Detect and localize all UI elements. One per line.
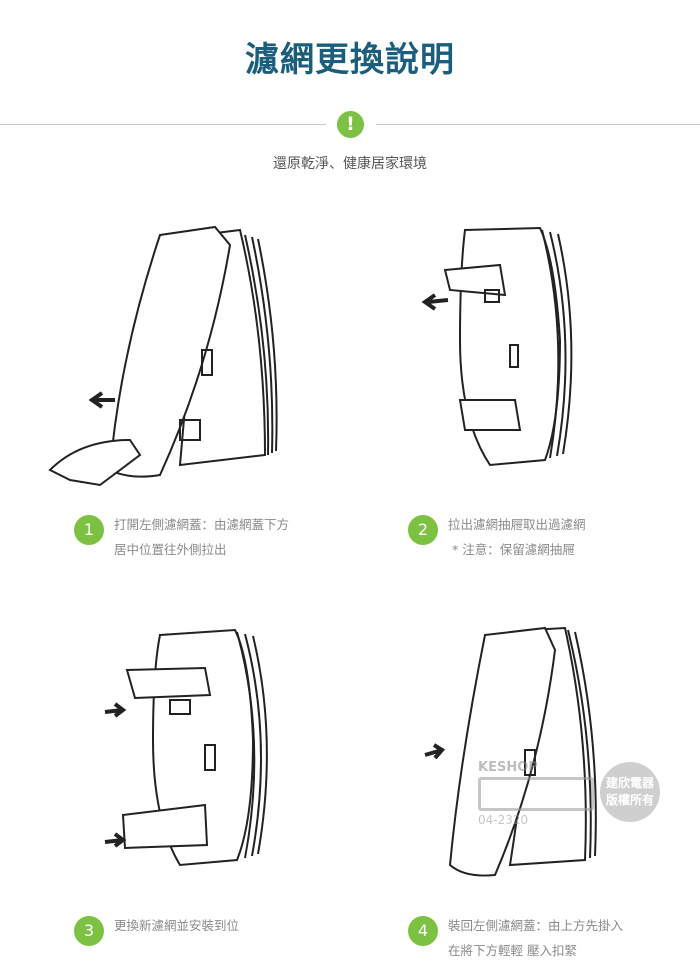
- subtitle: 還原乾淨、健康居家環境: [273, 156, 427, 172]
- watermark-logo: KESHOP 04-2320: [478, 760, 594, 827]
- illustration-reattach-cover: [424, 626, 597, 877]
- step-2: 2 拉出濾網抽屜取出過濾網 * 注意：保留濾網抽屜: [408, 515, 586, 562]
- exclamation-icon: !: [337, 111, 364, 138]
- step-4: 4 裝回左側濾網蓋：由上方先掛入在將下方輕輕 壓入扣緊: [408, 916, 623, 963]
- watermark-phone: 04-2320: [478, 813, 529, 827]
- illustration-install-filter: [104, 628, 268, 867]
- step-text: 更換新濾網並安裝到位: [114, 918, 240, 933]
- step-text: 拉出濾網抽屜取出過濾網: [448, 517, 586, 532]
- step-text: 打開左側濾網蓋：由濾網蓋下方: [114, 517, 290, 532]
- step-text: 居中位置往外側拉出: [114, 542, 227, 557]
- seal-line: 版權所有: [605, 793, 654, 807]
- step-text: 在將下方輕輕 壓入扣緊: [448, 943, 577, 958]
- seal-line: 建欣電器: [605, 776, 654, 790]
- step-number: 2: [408, 515, 438, 545]
- step-text: 裝回左側濾網蓋：由上方先掛入: [448, 918, 624, 933]
- step-note: * 注意：保留濾網抽屜: [452, 542, 575, 557]
- watermark-brand: KESHOP: [478, 760, 538, 775]
- step-number: 3: [74, 916, 104, 946]
- step-number: 1: [74, 515, 104, 545]
- step-number: 4: [408, 916, 438, 946]
- step-3: 3 更換新濾網並安裝到位: [74, 916, 239, 946]
- step-1: 1 打開左側濾網蓋：由濾網蓋下方居中位置往外側拉出: [74, 515, 289, 562]
- page-title: 濾網更換說明: [245, 40, 455, 80]
- watermark-seal: 建欣電器 版權所有: [600, 762, 660, 822]
- illustration-pull-drawer: [421, 226, 573, 467]
- divider-left: [0, 124, 326, 125]
- divider-right: [376, 124, 700, 125]
- illustration-open-cover: [48, 225, 278, 487]
